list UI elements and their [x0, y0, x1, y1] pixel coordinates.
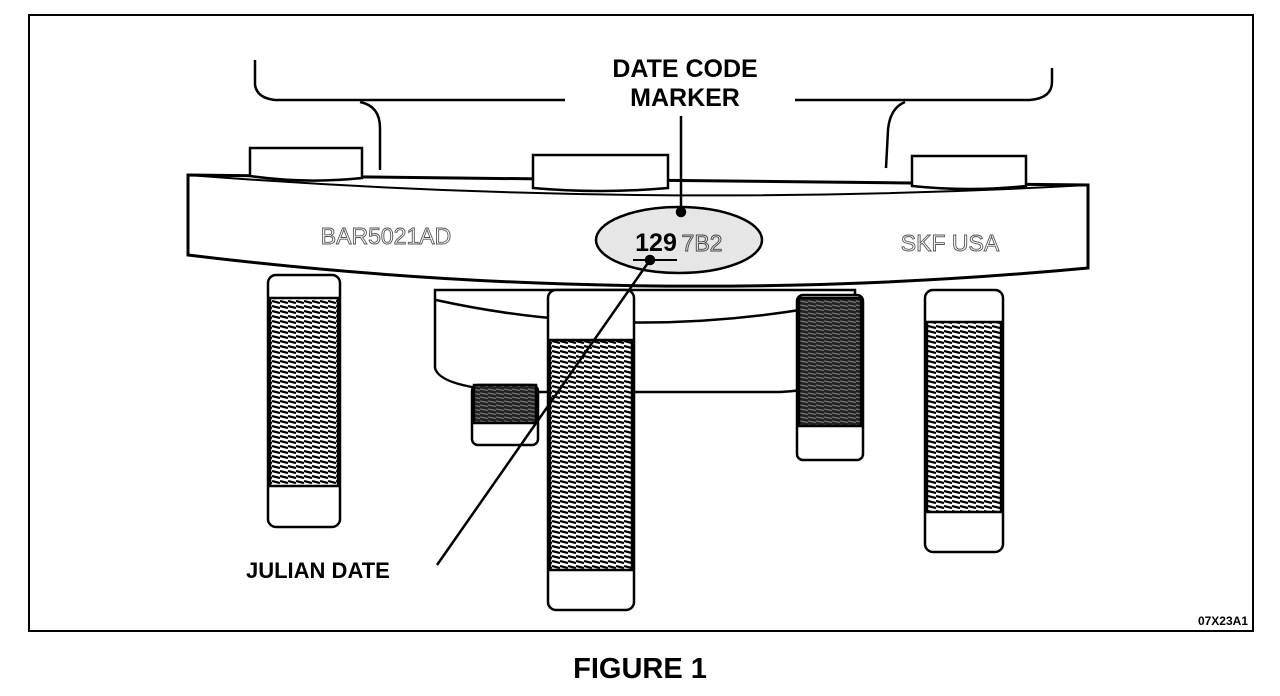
part-number-marking: BAR5021AD [321, 223, 451, 249]
wheel-hub-illustration: BAR5021AD SKF USA 129 7B2 [186, 60, 1090, 612]
hub-pilot [433, 288, 857, 394]
date-code-marker-label: DATE CODE MARKER [585, 55, 785, 113]
rear-studs [470, 293, 865, 462]
stud-heads [248, 146, 1028, 193]
date-code-marker-line2: MARKER [630, 84, 740, 112]
date-code-marker-line1: DATE CODE [612, 55, 758, 83]
hub-housing [253, 60, 1054, 170]
date-code-julian: 129 [635, 229, 677, 257]
date-code-oval [594, 205, 764, 275]
julian-date-label: JULIAN DATE [246, 558, 390, 583]
wheel-studs [266, 273, 1005, 612]
figure-caption: FIGURE 1 [573, 653, 707, 685]
wheel-stud-right [923, 288, 1005, 554]
leader-lines [435, 116, 687, 566]
figure-reference: 07X23A1 [1197, 614, 1248, 628]
wheel-stud-center [546, 288, 636, 612]
date-code-rest: 7B2 [682, 230, 723, 256]
manufacturer-marking: SKF USA [901, 230, 1000, 256]
wheel-stud-left [266, 273, 342, 529]
